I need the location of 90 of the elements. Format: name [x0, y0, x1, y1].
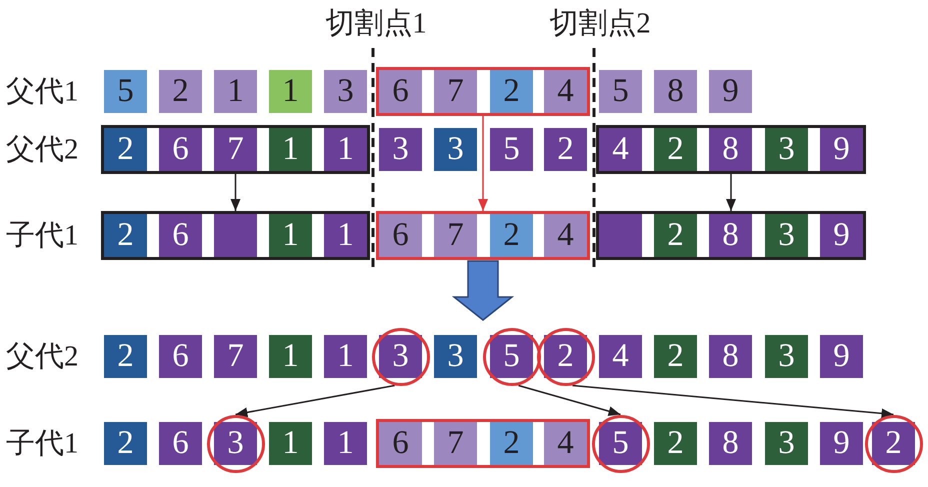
gene-cell: 2: [490, 70, 533, 113]
gene-cell: 3: [765, 128, 808, 171]
gene-cell: 2: [544, 335, 587, 378]
gene-cell: 4: [599, 128, 642, 171]
arrow: [235, 384, 395, 418]
segment-frame: [101, 211, 370, 260]
gene-cell: 1: [269, 422, 312, 465]
gene-cell: 2: [654, 335, 697, 378]
gene-cell: 5: [104, 70, 147, 113]
row-label: 子代1: [6, 222, 78, 250]
gene-cell: [214, 214, 257, 257]
gene-cell: 2: [490, 422, 533, 465]
segment-frame: [596, 211, 866, 260]
segment-frame: [101, 125, 370, 174]
gene-cell: 7: [214, 335, 257, 378]
row-label: 父代2: [6, 342, 78, 372]
segment-frame: [376, 67, 590, 116]
row-label: 父代2: [6, 136, 78, 164]
gene-cell: 2: [654, 422, 697, 465]
gene-cell: 2: [654, 128, 697, 171]
gene-cell: 2: [104, 422, 147, 465]
gene-cell: 9: [709, 70, 752, 113]
gene-cell: 4: [544, 214, 587, 257]
gene-cell: 2: [159, 70, 202, 113]
cut-point-label: 切割点2: [549, 10, 651, 38]
gene-cell: 1: [324, 422, 367, 465]
block-arrow: [452, 260, 514, 321]
gene-cell: 5: [490, 335, 533, 378]
gene-cell: 6: [379, 422, 422, 465]
gene-cell: 8: [709, 128, 752, 171]
gene-cell: 8: [654, 70, 697, 113]
gene-cell: 9: [820, 214, 863, 257]
gene-cell: 3: [379, 335, 422, 378]
gene-cell: 5: [599, 422, 642, 465]
gene-cell: 2: [104, 214, 147, 257]
gene-cell: 6: [159, 128, 202, 171]
row-label: 子代1: [6, 430, 78, 458]
arrow: [572, 384, 894, 418]
gene-cell: 3: [765, 422, 808, 465]
gene-cell: 3: [765, 335, 808, 378]
gene-cell: 6: [379, 214, 422, 257]
gene-cell: 5: [599, 70, 642, 113]
gene-cell: 6: [159, 422, 202, 465]
gene-cell: 2: [544, 128, 587, 171]
arrow: [478, 116, 488, 211]
gene-cell: 6: [379, 70, 422, 113]
gene-cell: 5: [490, 128, 533, 171]
gene-cell: 8: [709, 214, 752, 257]
gene-cell: 6: [159, 335, 202, 378]
gene-cell: 7: [214, 128, 257, 171]
arrow: [726, 174, 736, 211]
row-label: 父代1: [6, 78, 78, 106]
gene-cell: [599, 214, 642, 257]
gene-cell: 3: [434, 128, 477, 171]
gene-cell: 8: [709, 422, 752, 465]
gene-cell: 8: [709, 335, 752, 378]
segment-frame: [376, 211, 590, 260]
gene-cell: 7: [434, 422, 477, 465]
segment-frame: [376, 419, 590, 468]
gene-cell: 9: [820, 128, 863, 171]
gene-cell: 7: [434, 214, 477, 257]
gene-cell: 3: [214, 422, 257, 465]
gene-cell: 6: [159, 214, 202, 257]
arrow: [518, 384, 621, 416]
segment-frame: [596, 125, 866, 174]
gene-cell: 1: [324, 214, 367, 257]
gene-cell: 1: [324, 335, 367, 378]
gene-cell: 9: [820, 335, 863, 378]
gene-cell: 1: [269, 70, 312, 113]
gene-cell: 3: [324, 70, 367, 113]
gene-cell: 2: [104, 335, 147, 378]
gene-cell: 1: [269, 335, 312, 378]
cut-point-label: 切割点1: [325, 10, 427, 38]
gene-cell: 3: [379, 128, 422, 171]
gene-cell: 4: [544, 70, 587, 113]
gene-cell: 2: [490, 214, 533, 257]
gene-cell: 2: [104, 128, 147, 171]
gene-cell: 3: [434, 335, 477, 378]
gene-cell: 2: [654, 214, 697, 257]
gene-cell: 3: [765, 214, 808, 257]
gene-cell: 1: [269, 214, 312, 257]
gene-cell: 4: [599, 335, 642, 378]
gene-cell: 7: [434, 70, 477, 113]
gene-cell: 1: [269, 128, 312, 171]
gene-cell: 9: [820, 422, 863, 465]
arrow: [230, 174, 240, 211]
gene-cell: 1: [324, 128, 367, 171]
gene-cell: 4: [544, 422, 587, 465]
gene-cell: 2: [872, 422, 915, 465]
gene-cell: 1: [214, 70, 257, 113]
